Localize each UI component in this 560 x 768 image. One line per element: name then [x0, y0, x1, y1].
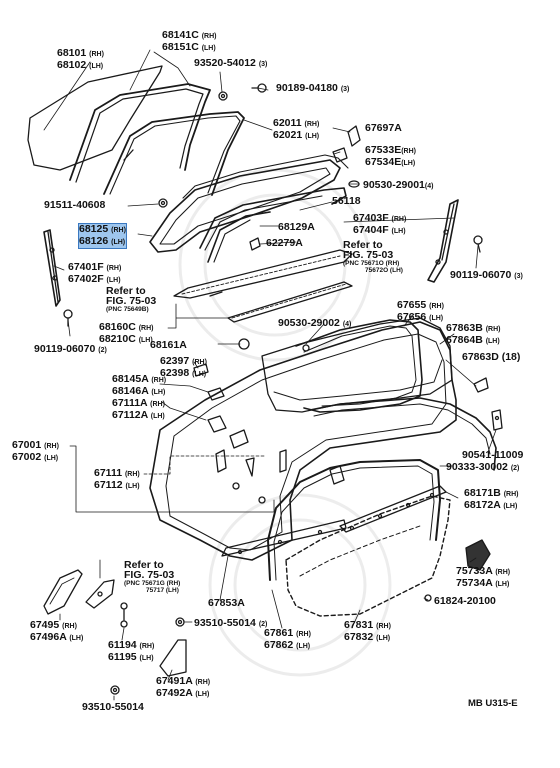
part-label-67863d: 67863D (18) [462, 351, 521, 363]
part-label-68171b: 68171B (RH)68172A (LH) [464, 487, 519, 511]
window-sash [149, 159, 341, 253]
rear-channel-right [427, 199, 459, 283]
part-label-93520: 93520-54012 (3) [194, 57, 268, 69]
belt-inner [227, 281, 353, 323]
part-label-68101: 68101 (RH)68102 (LH) [57, 47, 104, 71]
belt-outer [173, 249, 353, 299]
part-label-67495: 67495 (RH)67496A (LH) [30, 619, 84, 643]
part-label-93510-b: 93510-55014 [82, 701, 144, 713]
part-label-67111a: 67111A (RH)67112A (LH) [112, 397, 165, 421]
part-label-68160c: 68160C (RH)68210C (LH) [99, 321, 154, 345]
part-label-93510-a: 93510-55014 (2) [194, 617, 268, 629]
part-label-90530-2: 90530-29002 (4) [278, 317, 352, 329]
part-label-90119-r: 90119-06070 (3) [450, 269, 523, 281]
part-label-67001: 67001 (RH)67002 (LH) [12, 439, 59, 463]
part-label-67861: 67861 (RH)67862 (LH) [264, 627, 311, 651]
part-label-68161a: 68161A [150, 339, 187, 351]
leader-lines [43, 49, 497, 701]
run-56118 [199, 187, 347, 249]
part-label-67491a: 67491A (RH)67492A (LH) [156, 675, 211, 699]
frame-62011-in [109, 115, 241, 195]
frame-62011 [103, 111, 245, 196]
part-label-90119-l: 90119-06070 (2) [34, 343, 107, 355]
part-label-61194: 61194 (RH)61195 (LH) [108, 639, 155, 663]
glass-run-outer [69, 83, 211, 181]
emblem [465, 539, 491, 571]
glass-run-inner [75, 88, 204, 183]
part-label-67655: 67655 (RH)67656 (LH) [397, 299, 444, 323]
rear-channel-left [43, 229, 61, 307]
mirror-base [85, 579, 115, 609]
part-label-62279a: 62279A [266, 237, 303, 249]
door-glass [27, 65, 163, 171]
part-label-90189: 90189-04180 (3) [276, 82, 350, 94]
part-label-68125[interactable]: 68125 (RH)68126 (LH) [78, 223, 127, 249]
door-shell [149, 321, 457, 561]
part-label-67863b: 67863B (RH)67864B (LH) [446, 322, 501, 346]
part-label-68141c: 68141C (RH)68151C (LH) [162, 29, 217, 53]
part-label-90541: 90541-11009 [462, 449, 524, 461]
part-label-61824: 61824-20100 [434, 595, 496, 607]
part-label-67403f: 67403F (RH)67404F (LH) [353, 212, 407, 236]
part-label-62011: 62011 (RH)62021 (LH) [273, 117, 320, 141]
part-label-56118: 56118 [332, 195, 361, 207]
part-label-67697a: 67697A [365, 122, 402, 134]
diagram-code: MB U315-E [468, 698, 518, 709]
part-label-91511: 91511-40608 [44, 199, 106, 211]
door-weatherstrip [295, 319, 423, 413]
part-label-67831: 67831 (RH)67832 (LH) [344, 619, 391, 643]
part-label-67111: 67111 (RH)67112 (LH) [94, 467, 140, 491]
part-label-90333: 90333-30002 (2) [446, 461, 520, 473]
door-trim-panel [285, 495, 451, 617]
part-label-67853a: 67853A [208, 597, 245, 609]
part-label-68145a: 68145A (RH)68146A (LH) [112, 373, 167, 397]
part-label-90530-1: 90530-29001(4) [363, 179, 434, 191]
part-label-68129a: 68129A [278, 221, 315, 233]
corner-piece-67491a [159, 639, 187, 677]
part-label-62397: 62397 (RH)62398 (LH) [160, 355, 207, 379]
part-label-75733a: 75733A (RH)75734A (LH) [456, 565, 511, 589]
trim-strip [221, 519, 347, 557]
opening-trim [309, 397, 497, 471]
door-seal [267, 459, 441, 581]
part-label-67401f: 67401F (RH)67402F (LH) [68, 261, 122, 285]
mirror-cover-67495 [43, 569, 83, 615]
part-label-67533e: 67533E(RH)67534E(LH) [365, 144, 416, 168]
